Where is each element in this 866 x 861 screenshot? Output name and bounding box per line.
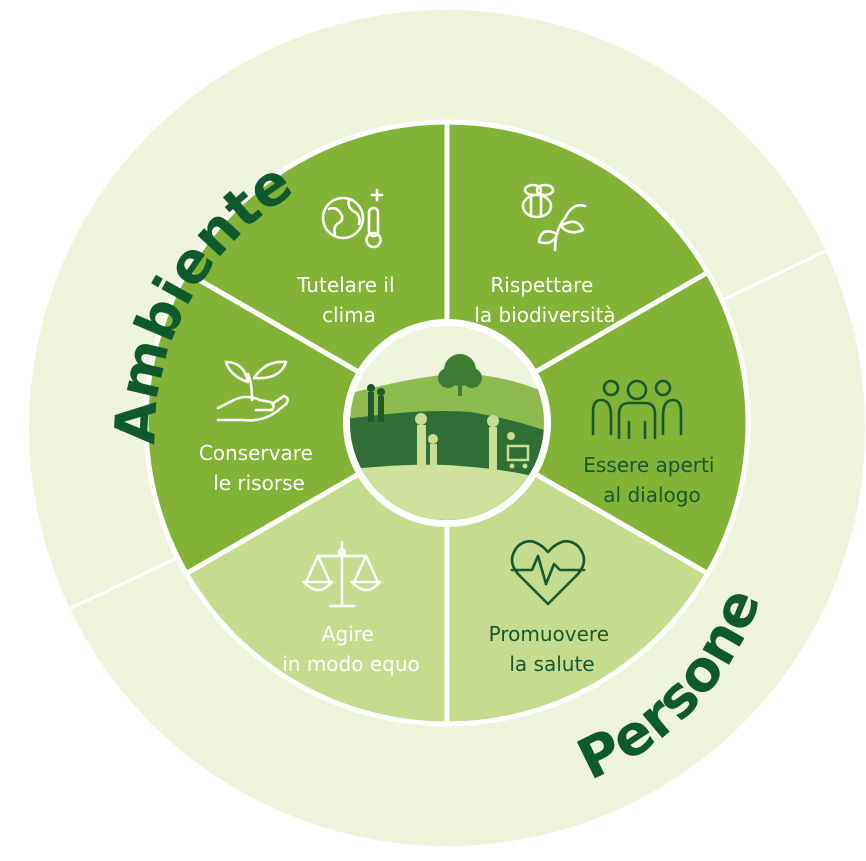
- people-group-icon: [591, 379, 683, 440]
- segment-label-risorse: Conservare le risorse: [199, 441, 319, 495]
- segment-wedge-equo: [143, 269, 453, 577]
- segment-label-dialogo: Essere aperti al dialogo: [583, 453, 720, 507]
- bee-plant-icon: [521, 183, 587, 252]
- heart-pulse-icon: [510, 539, 586, 606]
- segment-wedge-biodiversita: [441, 269, 751, 577]
- balance-scale-icon: [302, 540, 382, 608]
- segment-label-salute: Promuovere la salute: [489, 622, 616, 676]
- segment-label-clima: Tutelare il clima: [296, 273, 401, 327]
- hand-sprout-icon: [216, 360, 289, 422]
- globe-thermometer-icon: [321, 188, 384, 249]
- segment-label-equo: Agire in modo equo: [282, 622, 420, 676]
- segment-label-biodiversita: Rispettare la biodiversità: [474, 273, 615, 327]
- center-landscape-illustration: [343, 319, 551, 527]
